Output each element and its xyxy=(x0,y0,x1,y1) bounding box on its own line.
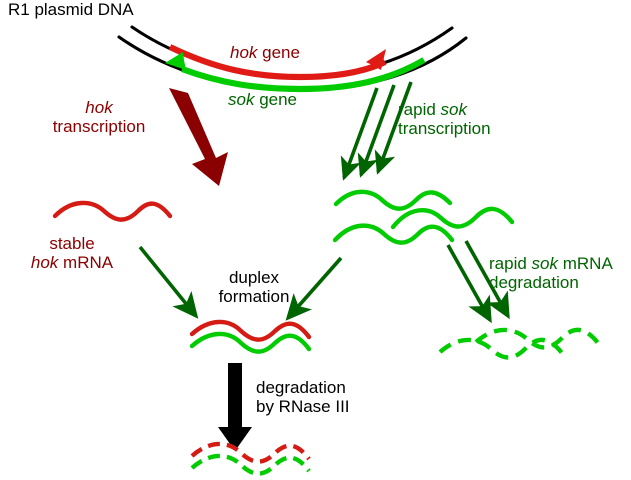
rapid-sok-degradation-pre: rapid xyxy=(489,254,532,273)
hok-transcription-label-italic: hok xyxy=(85,98,113,117)
rapid-sok-degradation-italic: sok xyxy=(531,254,558,273)
hok-gene-label-italic: hok xyxy=(230,43,258,62)
duplex-formation-arrows xyxy=(138,245,343,321)
hok-transcription-label-line2: transcription xyxy=(52,117,146,137)
duplex-formation-line1: duplex xyxy=(228,268,280,287)
sok-transcription-arrows xyxy=(340,81,413,181)
rnase-degradation-arrow xyxy=(218,363,252,451)
rnase-degradation-line1: degradation xyxy=(256,378,346,397)
hok-gene-arc xyxy=(168,44,387,81)
duplex-wave-pair xyxy=(189,319,312,354)
sok-degradation-arrows xyxy=(446,240,510,324)
rapid-sok-transcription-pre: rapid xyxy=(398,100,441,119)
stable-hok-mrna-rest: mRNA xyxy=(58,253,114,273)
plasmid-title-label: R1 plasmid DNA xyxy=(8,0,134,19)
rapid-sok-transcription-italic: sok xyxy=(440,100,467,119)
hok-gene-label-rest: gene xyxy=(257,43,300,62)
stable-hok-mrna-line1: stable xyxy=(49,234,95,253)
stable-hok-mrna-italic: hok xyxy=(30,253,59,273)
rnase-degradation-line2: by RNase III xyxy=(256,397,350,417)
degraded-sok-fragments xyxy=(438,327,600,360)
rapid-sok-transcription-line2: transcription xyxy=(398,119,491,139)
duplex-formation-line2: formation xyxy=(218,287,290,307)
sok-mrna-waves xyxy=(332,189,515,245)
sok-gene-label-italic: sok xyxy=(228,90,255,109)
sok-gene-label-rest: gene xyxy=(254,90,298,109)
degraded-duplex-fragments xyxy=(190,441,311,476)
hok-mrna-wave xyxy=(52,200,173,222)
hok-gene-label: hok gene xyxy=(230,43,300,62)
hok-transcription-arrow xyxy=(169,88,228,186)
rapid-sok-degradation-line2: degradation xyxy=(489,273,579,293)
rapid-sok-degradation-post: mRNA xyxy=(558,254,613,273)
sok-gene-arc xyxy=(165,52,426,93)
sok-gene-label: sok gene xyxy=(228,90,297,109)
